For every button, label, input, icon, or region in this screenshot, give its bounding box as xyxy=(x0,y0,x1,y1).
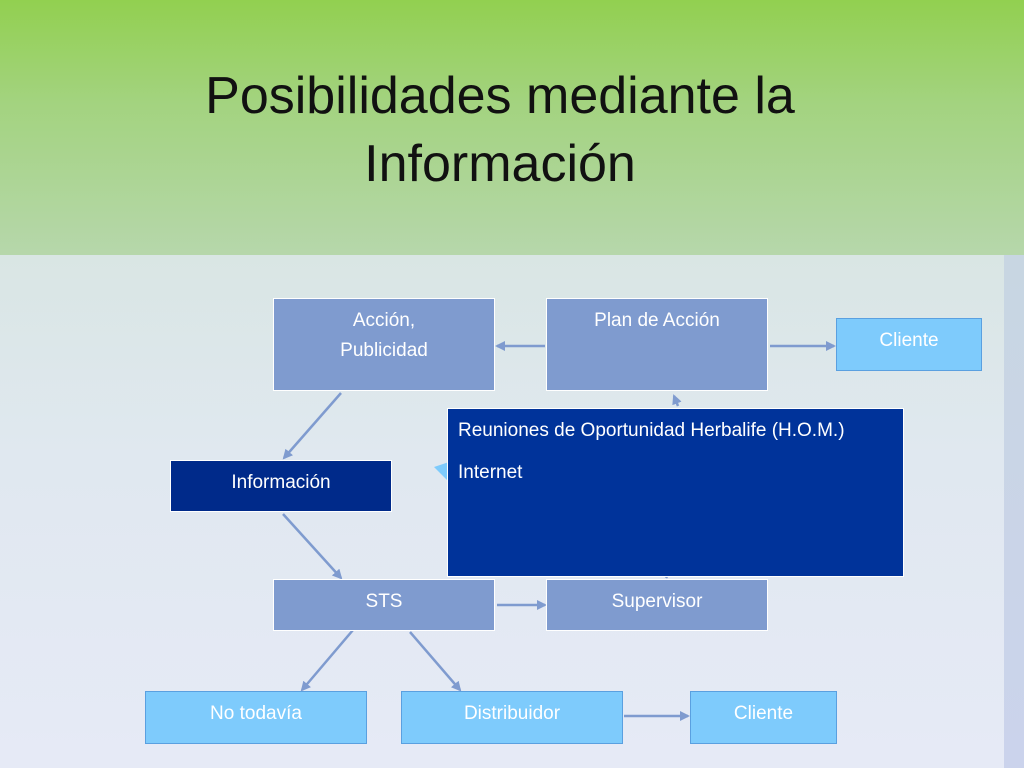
arrow-accion-to-informacion xyxy=(282,392,342,460)
callout-line-hom: Reuniones de Oportunidad Herbalife (H.O.… xyxy=(458,420,845,441)
node-distribuidor: Distribuidor xyxy=(401,691,623,744)
title-band xyxy=(0,0,1024,255)
node-sts: STS xyxy=(273,579,495,631)
arrow-supervisor-to-plan-head xyxy=(672,394,682,407)
node-plan-de-accion: Plan de Acción xyxy=(546,298,768,391)
arrow-informacion-to-sts xyxy=(282,513,343,580)
arrow-sts-to-distribuidor xyxy=(409,631,462,692)
node-no-todavia: No todavía xyxy=(145,691,367,744)
right-edge-strip xyxy=(1004,255,1024,768)
callout-line-internet: Internet xyxy=(458,462,523,483)
node-cliente-top: Cliente xyxy=(836,318,982,371)
node-informacion: Información xyxy=(170,460,392,512)
node-cliente-bottom: Cliente xyxy=(690,691,837,744)
node-supervisor: Supervisor xyxy=(546,579,768,631)
slide-title: Posibilidades mediante la Información xyxy=(205,67,795,193)
node-accion-publicidad: Acción, Publicidad xyxy=(273,298,495,391)
arrow-sts-to-no-todavia xyxy=(300,629,354,692)
callout-pointer xyxy=(434,462,449,482)
callout-box: Reuniones de Oportunidad Herbalife (H.O.… xyxy=(447,408,904,577)
